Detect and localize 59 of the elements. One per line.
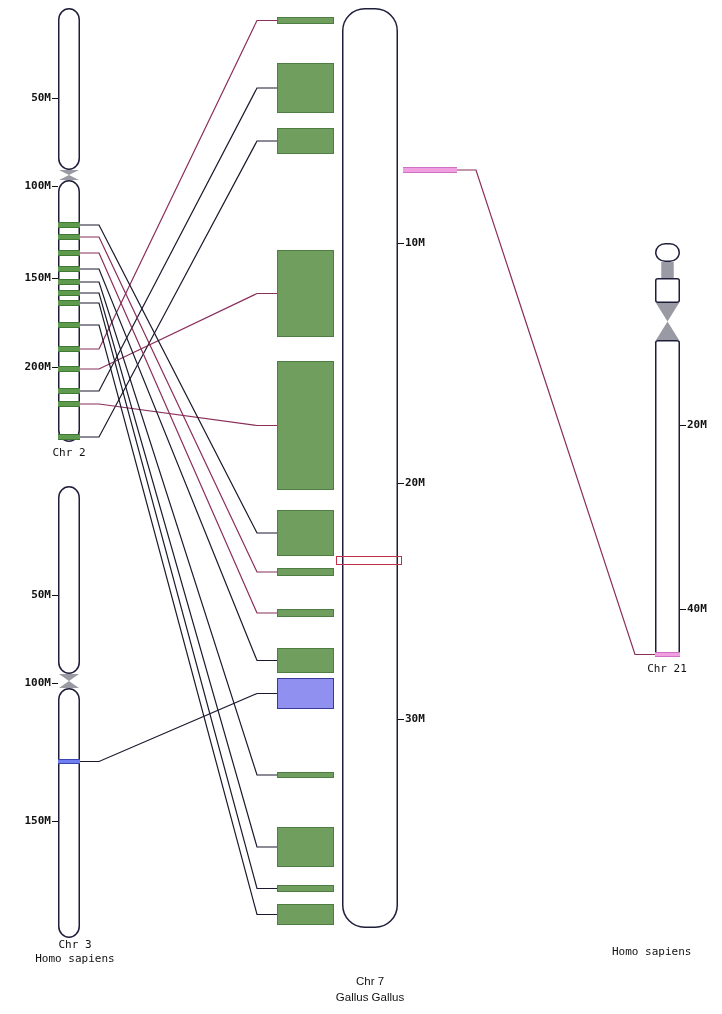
synteny-block: [277, 17, 334, 24]
chromosome-name: Chr 2: [51, 446, 87, 460]
synteny-band: [58, 279, 80, 285]
synteny-link: [79, 19, 278, 350]
species-name: Homo sapiens: [34, 952, 116, 966]
synteny-block: [277, 678, 334, 709]
tick-label: 20M: [687, 419, 707, 431]
species-name: Homo sapiens: [612, 946, 692, 958]
tick-label: 10M: [405, 237, 425, 249]
synteny-block: [277, 510, 334, 556]
tick-label: 40M: [687, 603, 707, 615]
synteny-link: [79, 692, 278, 763]
tick-label: 30M: [405, 713, 425, 725]
tick-label: 100M: [24, 677, 51, 689]
synteny-link: [79, 403, 278, 427]
synteny-block: [277, 904, 334, 925]
synteny-block: [277, 128, 334, 154]
tick-label: 100M: [24, 180, 51, 192]
synteny-band: [58, 222, 80, 228]
synteny-block: [277, 568, 334, 576]
synteny-band: [58, 366, 80, 372]
synteny-block: [277, 250, 334, 337]
synteny-band: [58, 322, 80, 328]
synteny-band: [58, 401, 80, 407]
synteny-band: [58, 759, 80, 764]
synteny-band: [58, 266, 80, 272]
highlight-box: [336, 556, 402, 565]
synteny-band: [58, 300, 80, 306]
synteny-band: [58, 388, 80, 394]
synteny-link: [79, 252, 278, 614]
tick-label: 20M: [405, 477, 425, 489]
synteny-block: [277, 609, 334, 617]
synteny-block: [277, 361, 334, 490]
synteny-band: [58, 250, 80, 256]
synteny-link: [456, 169, 656, 656]
chromosome-name: Chr 3: [57, 938, 93, 952]
synteny-band: [58, 346, 80, 352]
chromosome-name: Chr 7: [354, 974, 386, 988]
tick-label: 200M: [24, 361, 51, 373]
synteny-block: [277, 63, 334, 113]
synteny-block: [277, 772, 334, 778]
synteny-band: [655, 652, 680, 657]
synteny-link: [79, 140, 278, 438]
tick-label: 50M: [31, 589, 51, 601]
tick-label: 150M: [24, 272, 51, 284]
synteny-block: [277, 885, 334, 892]
tick-label: 150M: [24, 815, 51, 827]
synteny-link: [79, 292, 278, 370]
synteny-link: [79, 87, 278, 392]
synteny-band: [58, 234, 80, 240]
synteny-band: [58, 290, 80, 296]
chromosome-name: Chr 21: [646, 662, 688, 676]
synteny-band: [58, 434, 80, 440]
synteny-link: [79, 268, 278, 662]
species-name: Gallus Gallus: [334, 991, 406, 1003]
tick-label: 50M: [31, 92, 51, 104]
synteny-block: [277, 648, 334, 673]
synteny-band: [403, 167, 457, 173]
synteny-block: [277, 827, 334, 867]
